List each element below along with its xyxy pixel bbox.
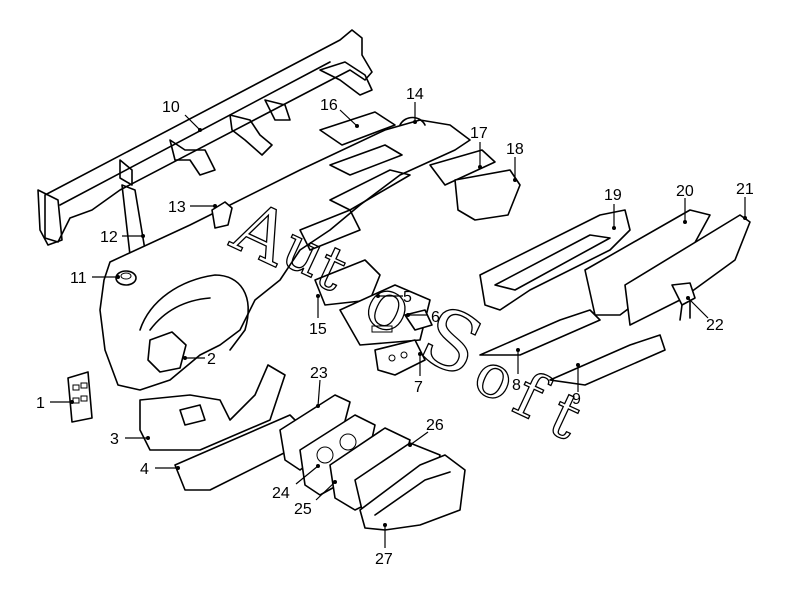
part-16-opening	[329, 144, 403, 176]
part-13-clip	[211, 201, 233, 229]
callout-5: 5	[403, 289, 412, 306]
callout-2: 2	[207, 351, 216, 368]
part-11-knob	[115, 270, 137, 286]
callout-10: 10	[162, 99, 180, 116]
part-2-switch	[147, 331, 187, 373]
callout-17: 17	[470, 125, 488, 142]
callout-8: 8	[512, 377, 521, 394]
callout-11: 11	[70, 270, 87, 287]
part-9-trim-strip	[549, 334, 666, 386]
callout-14: 14	[406, 86, 424, 103]
callout-9: 9	[572, 391, 581, 408]
callout-18: 18	[506, 141, 524, 158]
callout-19: 19	[604, 187, 622, 204]
callout-6: 6	[431, 309, 440, 326]
watermark: A u t o S o f t	[219, 183, 593, 455]
part-8-trim-strip	[479, 309, 601, 356]
callout-leaders	[50, 102, 747, 548]
callout-26: 26	[426, 417, 444, 434]
part-19-glovebox-inner	[494, 234, 611, 291]
part-18-vent	[454, 169, 521, 221]
part-16-top-cover	[319, 111, 396, 146]
callout-27: 27	[375, 551, 393, 568]
callout-20: 20	[676, 183, 694, 200]
callout-25: 25	[294, 501, 312, 518]
part-10-crossmember	[37, 29, 373, 246]
part-7-climate-control	[374, 339, 426, 376]
part-17-vent	[429, 149, 496, 186]
callout-21: 21	[736, 181, 754, 198]
part-21-glovebox-lid	[624, 214, 751, 326]
callout-labels: 1 2 3 4 5 6 7 8 9 10 11 12 13 14 15 16 1…	[36, 86, 754, 568]
watermark-letter: t	[539, 377, 593, 454]
callout-3: 3	[110, 431, 119, 448]
callout-7: 7	[414, 379, 423, 396]
callout-23: 23	[310, 365, 328, 382]
callout-15: 15	[309, 321, 327, 338]
part-15-center-bezel	[314, 259, 381, 306]
callout-4: 4	[140, 461, 149, 478]
part-1-switch-panel	[67, 371, 93, 423]
callout-24: 24	[272, 485, 290, 502]
callout-16: 16	[320, 97, 338, 114]
part-3-lower-trim	[139, 364, 286, 451]
callout-13: 13	[168, 199, 186, 216]
callout-22: 22	[706, 317, 724, 334]
callout-1: 1	[36, 395, 45, 412]
part-27-cluster-hood	[359, 454, 466, 531]
callout-12: 12	[100, 229, 118, 246]
